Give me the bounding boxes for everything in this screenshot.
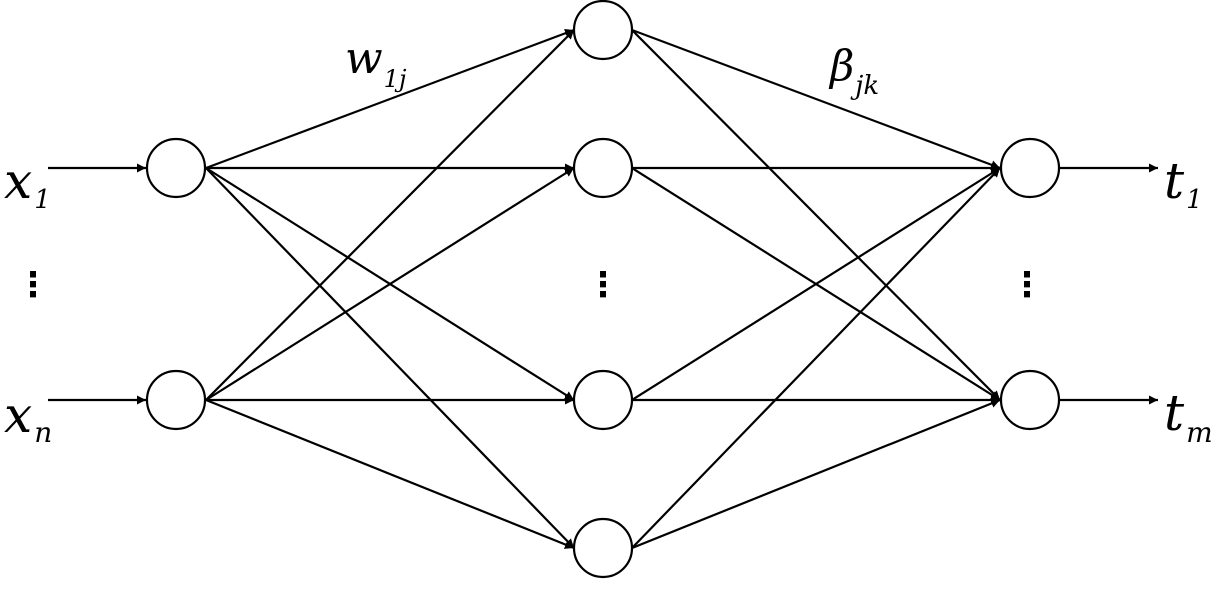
output-layer [999, 137, 1061, 431]
weight-labels: w1j βjk [345, 33, 879, 101]
hidden-layer [572, 0, 634, 579]
hidden-node-3 [572, 369, 634, 431]
ellipses: ⋮ ⋮ ⋮ [16, 265, 1044, 305]
hidden-node-4 [572, 517, 634, 579]
hidden-output-edges [631, 28, 1001, 550]
weight-label-w1j: w1j [345, 33, 407, 93]
io-arrows [48, 163, 1158, 405]
edge-h1-tm [631, 29, 1001, 401]
input-ellipsis: ⋮ [16, 265, 50, 305]
edge-h1-t1 [631, 28, 1001, 170]
output-label-tm: tm [1164, 384, 1213, 449]
hidden-ellipsis: ⋮ [586, 265, 620, 305]
edge-xn-h1 [205, 29, 575, 401]
edge-x1-h1 [205, 28, 575, 170]
edge-h4-tm [631, 398, 1001, 550]
edge-xn-h2 [205, 167, 575, 401]
output-ellipsis: ⋮ [1010, 265, 1044, 305]
input-node-1 [145, 137, 207, 199]
input-labels: x1 xn [4, 152, 52, 449]
edge-h3-t1 [631, 167, 1001, 401]
input-label-x1: x1 [4, 152, 51, 215]
hidden-node-2 [572, 137, 634, 199]
weight-label-beta-jk: βjk [828, 41, 879, 101]
input-layer [145, 137, 207, 431]
output-node-m [999, 369, 1061, 431]
output-node-1 [999, 137, 1061, 199]
edge-xn-h4 [205, 398, 575, 550]
output-label-t1: t1 [1164, 152, 1203, 215]
input-hidden-edges [205, 28, 575, 550]
hidden-node-1 [572, 0, 634, 61]
input-label-xn: xn [4, 386, 52, 449]
output-labels: t1 tm [1164, 152, 1213, 449]
edge-x1-h4 [205, 167, 575, 549]
input-node-n [145, 369, 207, 431]
edge-h4-t1 [631, 167, 1001, 549]
